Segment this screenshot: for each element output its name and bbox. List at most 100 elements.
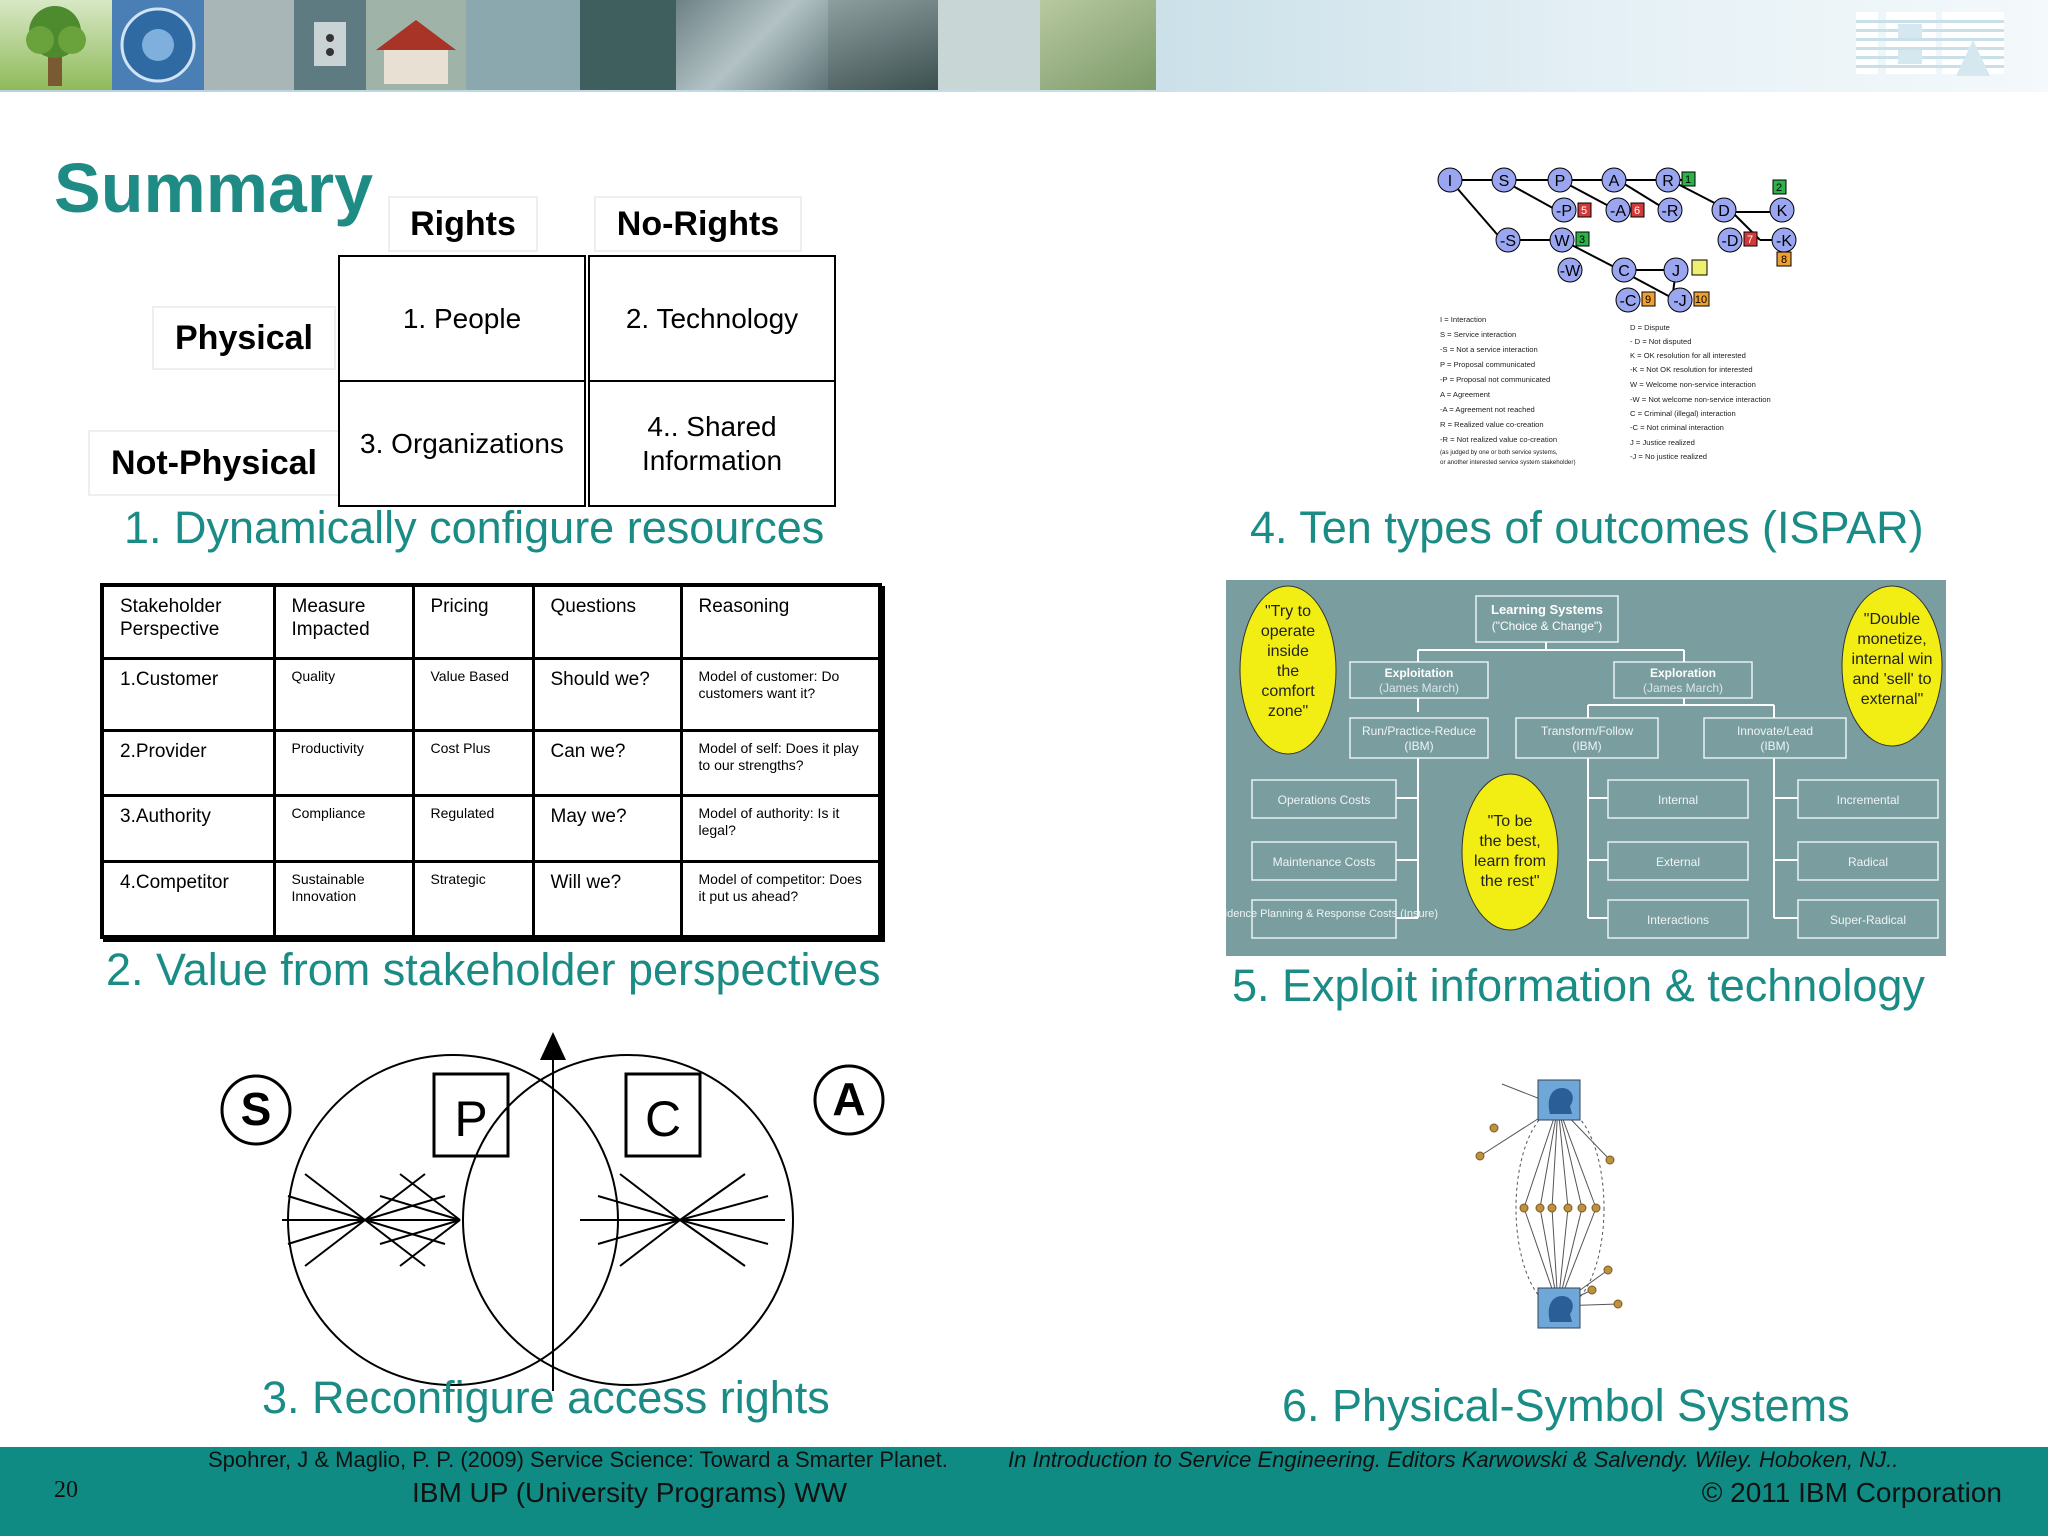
ispar-node: -W: [1557, 257, 1583, 283]
svg-text:9: 9: [1645, 294, 1651, 306]
table-header-row: Stakeholder Perspective Measure Impacted…: [100, 583, 882, 660]
svg-text:Internal: Internal: [1658, 793, 1698, 807]
city-photo: [676, 0, 828, 90]
caption-6: 6. Physical-Symbol Systems: [1282, 1380, 1850, 1431]
svg-text:6: 6: [1634, 205, 1640, 217]
tree-photo: [0, 0, 112, 90]
entity-s-circle: [220, 1074, 292, 1146]
caption-5: 5. Exploit information & technology: [1232, 960, 1925, 1011]
table-cell: Strategic: [411, 860, 535, 939]
svg-text:monetize,: monetize,: [1857, 631, 1926, 648]
ispar-node: -K: [1771, 227, 1797, 253]
svg-text:Interactions: Interactions: [1647, 913, 1709, 927]
svg-text:Super-Radical: Super-Radical: [1830, 913, 1906, 927]
table-cell: Model of self: Does it play to our stren…: [679, 729, 882, 797]
leaf-box: Incremental: [1797, 779, 1939, 819]
table-row: 2.Provider Productivity Cost Plus Can we…: [100, 729, 882, 797]
light-photo: [938, 0, 1040, 90]
caption-2: 2. Value from stakeholder perspectives: [106, 944, 881, 995]
svg-text:external": external": [1861, 691, 1924, 708]
ispar-badges: 1 2 5 6 3 7 8 9 10: [1575, 171, 1792, 307]
svg-text:-W: -W: [1560, 263, 1581, 280]
table-cell: 3.Authority: [100, 793, 276, 864]
learning-systems-diagram: Learning Systems ("Choice & Change") Exp…: [1226, 580, 1946, 956]
svg-text:operate: operate: [1261, 623, 1315, 640]
box-p-label: P: [454, 1091, 487, 1147]
svg-text:10: 10: [1695, 294, 1707, 306]
table-cell: Model of customer: Do customers want it?: [679, 656, 882, 733]
matrix-cell-organizations: 3. Organizations: [338, 380, 586, 507]
table-row: 1.Customer Quality Value Based Should we…: [100, 656, 882, 733]
svg-text:Maintenance Costs: Maintenance Costs: [1273, 855, 1376, 869]
learning-boxes: Learning Systems ("Choice & Change") Exp…: [1226, 595, 1939, 939]
grey-photo: [204, 0, 294, 90]
footer-left-text: IBM UP (University Programs) WW: [412, 1477, 848, 1508]
svg-text:(James March): (James March): [1643, 681, 1723, 695]
ispar-badge: 5: [1577, 202, 1592, 218]
svg-text:Innovate/Lead: Innovate/Lead: [1737, 724, 1813, 738]
leaf-box: Maintenance Costs: [1251, 841, 1397, 881]
learning-root-box: Learning Systems ("Choice & Change"): [1475, 595, 1619, 643]
svg-text:learn from: learn from: [1474, 853, 1546, 870]
caption-1: 1. Dynamically configure resources: [124, 502, 825, 553]
table-header-cell: Stakeholder Perspective: [100, 583, 276, 660]
footer-bar: Spohrer, J & Maglio, P. P. (2009) Servic…: [0, 1447, 2048, 1536]
svg-text:Exploitation: Exploitation: [1385, 666, 1454, 680]
svg-text:(James March): (James March): [1379, 681, 1459, 695]
symbol-links: [1479, 1083, 1619, 1309]
svg-text:"To be: "To be: [1488, 813, 1533, 830]
leaf-box: Internal: [1607, 779, 1749, 819]
run-box: Run/Practice-Reduce (IBM): [1349, 717, 1489, 759]
dark-photo: [580, 0, 676, 90]
caption-4: 4. Ten types of outcomes (ISPAR): [1250, 502, 1924, 553]
citation-plain: Spohrer, J & Maglio, P. P. (2009) Servic…: [208, 1447, 948, 1472]
svg-text:(IBM): (IBM): [1404, 739, 1433, 753]
svg-text:-R = Not realized value co-cre: -R = Not realized value co-creation: [1440, 435, 1557, 444]
ispar-empty-badge: [1691, 259, 1708, 276]
svg-text:-K: -K: [1776, 233, 1792, 250]
leaf-box: Interactions: [1607, 899, 1749, 939]
transform-box: Transform/Follow (IBM): [1515, 717, 1659, 759]
ispar-node: -P: [1551, 197, 1577, 223]
svg-text:-P: -P: [1556, 203, 1572, 220]
svg-text:External: External: [1656, 855, 1700, 869]
table-cell: Will we?: [531, 860, 683, 939]
ispar-badge: 3: [1575, 231, 1590, 247]
svg-text:-W = Not welcome non-service i: -W = Not welcome non-service interaction: [1630, 395, 1771, 404]
svg-text:3: 3: [1579, 234, 1585, 246]
ispar-diagram: I S P A R -P -A -R D K -S W -D -K -W C J…: [1430, 162, 1802, 470]
ispar-legend-left: I = Interaction S = Service interaction …: [1440, 315, 1576, 466]
caption-3: 3. Reconfigure access rights: [262, 1372, 830, 1423]
ispar-node: W: [1549, 227, 1575, 253]
svg-text:or another interested service: or another interested service system sta…: [1440, 459, 1576, 466]
ispar-node: -A: [1605, 197, 1631, 223]
table-header-cell: Questions: [531, 583, 683, 660]
svg-text:-J = No justice realized: -J = No justice realized: [1630, 452, 1707, 461]
svg-text:8: 8: [1781, 254, 1787, 266]
svg-text:"Try to: "Try to: [1265, 603, 1311, 620]
access-rights-diagram: S A P C: [220, 1032, 885, 1391]
svg-text:Operations Costs: Operations Costs: [1278, 793, 1371, 807]
slide-title: Summary: [54, 149, 374, 227]
svg-text:the: the: [1277, 663, 1299, 680]
ibm-logo: [1856, 12, 2004, 76]
svg-text:I = Interaction: I = Interaction: [1440, 315, 1486, 324]
svg-text:Radical: Radical: [1848, 855, 1888, 869]
citation-italic: In Introduction to Service Engineering. …: [1008, 1447, 1899, 1472]
svg-text:Transform/Follow: Transform/Follow: [1541, 724, 1634, 738]
svg-text:C: C: [1618, 263, 1630, 280]
svg-text:-J: -J: [1673, 293, 1686, 310]
matrix-row-not-physical: Not-Physical: [88, 430, 340, 496]
table-header-cell: Reasoning: [679, 583, 882, 660]
table-header-cell: Measure Impacted: [272, 583, 415, 660]
footer-copyright: © 2011 IBM Corporation: [1701, 1477, 2002, 1508]
ispar-node: K: [1769, 197, 1795, 223]
ispar-node: J: [1663, 257, 1689, 283]
table-cell: Productivity: [272, 729, 415, 797]
leaf-box: Incidence Planning & Response Costs (Ins…: [1226, 899, 1438, 939]
innovate-box: Innovate/Lead (IBM): [1703, 717, 1847, 759]
svg-text:7: 7: [1747, 234, 1753, 246]
ispar-node: S: [1491, 167, 1517, 193]
svg-text:(IBM): (IBM): [1760, 739, 1789, 753]
table-row: 4.Competitor Sustainable Innovation Stra…: [100, 860, 882, 939]
